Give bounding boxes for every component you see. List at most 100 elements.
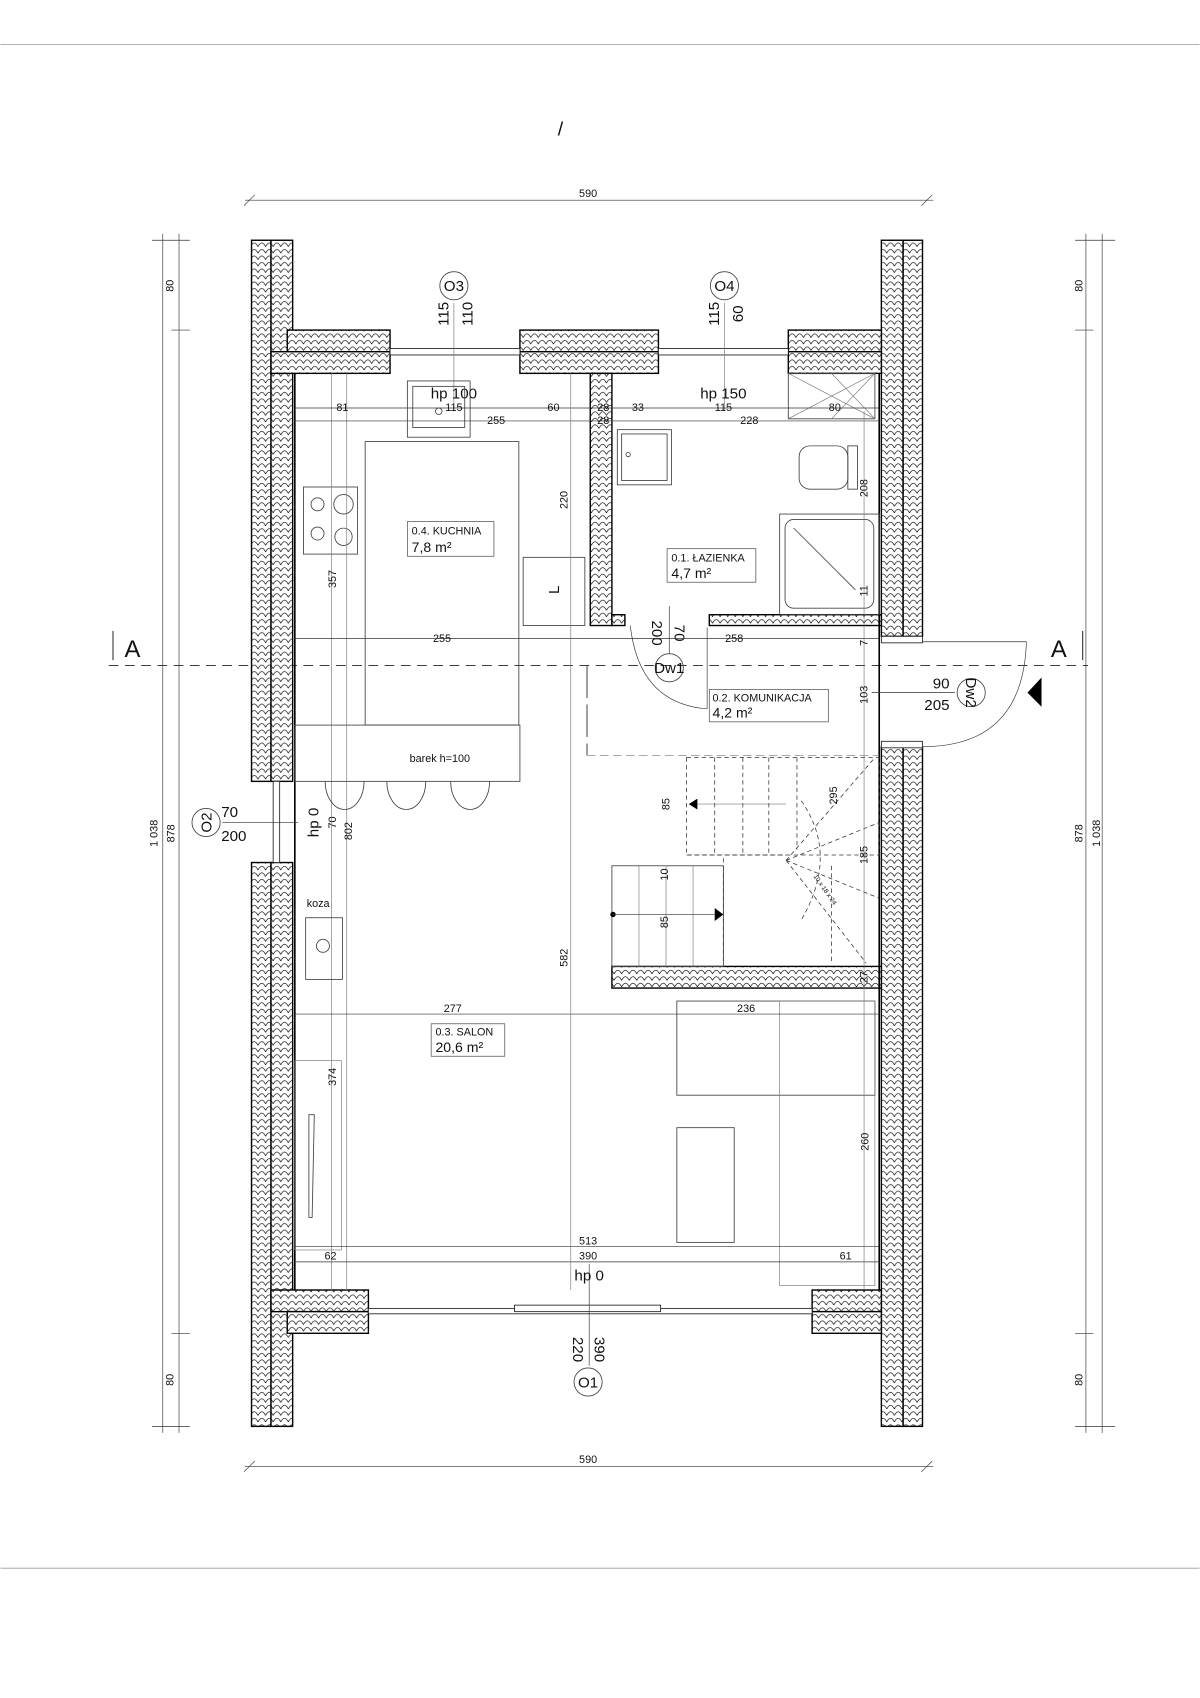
entrance-arrow-icon xyxy=(1027,677,1042,707)
svg-text:374: 374 xyxy=(327,1068,339,1086)
svg-text:7: 7 xyxy=(858,640,870,646)
stove-koza: koza xyxy=(305,898,343,980)
svg-text:200: 200 xyxy=(648,620,665,645)
svg-text:255: 255 xyxy=(487,415,505,427)
svg-text:205: 205 xyxy=(924,697,949,714)
svg-text:81: 81 xyxy=(336,402,348,414)
svg-text:20,6 m²: 20,6 m² xyxy=(436,1039,484,1055)
left-dimensions: 80 1 038 878 80 xyxy=(148,233,190,1433)
room-label-salon: 0.3. SALON 20,6 m² xyxy=(430,1023,506,1057)
svg-text:295: 295 xyxy=(828,786,840,804)
svg-text:4,7 m²: 4,7 m² xyxy=(671,565,711,581)
svg-text:513: 513 xyxy=(579,1236,597,1248)
svg-text:802: 802 xyxy=(343,822,355,840)
svg-text:1 038: 1 038 xyxy=(148,820,160,847)
svg-text:277: 277 xyxy=(444,1003,462,1015)
room-label-kuchnia: 0.4. KUCHNIA 7,8 m² xyxy=(406,521,495,557)
svg-text:115: 115 xyxy=(706,302,723,326)
overall-dimension-top: 590 xyxy=(243,188,934,206)
svg-text:115: 115 xyxy=(435,302,452,326)
svg-text:0.1. ŁAZIENKA: 0.1. ŁAZIENKA xyxy=(671,553,745,565)
svg-text:115: 115 xyxy=(715,402,732,414)
svg-text:0.4. KUCHNIA: 0.4. KUCHNIA xyxy=(412,526,482,538)
svg-text:85: 85 xyxy=(659,916,671,928)
bathroom-dimensions: 33 115 80 228 208 11 xyxy=(632,402,870,596)
svg-text:70: 70 xyxy=(327,816,339,828)
svg-text:1 038: 1 038 xyxy=(1091,820,1103,847)
door-dw2: Dw2 90 205 xyxy=(871,635,1042,749)
svg-text:O2: O2 xyxy=(198,812,215,832)
door-dw1: Dw1 200 70 xyxy=(629,606,708,710)
window-o3: O3 115 110 hp 100 xyxy=(389,271,521,412)
svg-text:Dw1: Dw1 xyxy=(654,660,684,677)
svg-text:236: 236 xyxy=(737,1003,755,1015)
svg-text:hp 150: hp 150 xyxy=(700,385,746,402)
svg-text:390: 390 xyxy=(591,1337,608,1362)
svg-text:80: 80 xyxy=(165,1374,177,1386)
svg-text:0.2. KOMUNIKACJA: 0.2. KOMUNIKACJA xyxy=(713,692,813,704)
svg-text:80: 80 xyxy=(1074,1374,1086,1386)
salon-dimensions: 582 802 277 236 374 260 513 62 390 61 xyxy=(325,822,872,1263)
svg-text:70: 70 xyxy=(671,625,688,642)
corner-mark: / xyxy=(558,118,564,140)
svg-text:80: 80 xyxy=(165,280,177,292)
svg-text:255: 255 xyxy=(433,633,451,645)
svg-text:85: 85 xyxy=(660,798,672,810)
section-label-left: A xyxy=(125,636,141,663)
section-label-right: A xyxy=(1051,636,1067,663)
svg-text:27: 27 xyxy=(858,971,870,983)
bathroom-fixtures xyxy=(616,372,880,616)
bar-counter: barek h=100 xyxy=(294,724,521,810)
svg-text:28: 28 xyxy=(597,402,609,414)
stair-dimensions: 85 295 185 10 85 10 x 18 x 24 27 xyxy=(659,786,870,983)
svg-text:582: 582 xyxy=(559,949,571,967)
living-furniture xyxy=(294,1000,876,1286)
svg-text:O3: O3 xyxy=(444,278,464,295)
svg-text:L: L xyxy=(546,586,563,594)
svg-text:70: 70 xyxy=(221,804,238,821)
room-label-komunikacja: 0.2. KOMUNIKACJA 4,2 m² xyxy=(708,688,829,723)
svg-text:115: 115 xyxy=(445,402,462,414)
svg-text:220: 220 xyxy=(559,491,571,509)
room-label-lazienka: 0.1. ŁAZIENKA 4,7 m² xyxy=(666,548,757,583)
overall-dimension-bottom: 590 xyxy=(243,1454,934,1473)
svg-text:878: 878 xyxy=(1074,824,1086,842)
svg-text:hp 0: hp 0 xyxy=(574,1267,603,1284)
svg-text:O4: O4 xyxy=(714,278,734,295)
svg-text:90: 90 xyxy=(933,675,950,692)
svg-text:hp 100: hp 100 xyxy=(431,385,477,402)
svg-text:60: 60 xyxy=(547,402,559,414)
svg-text:10 x 18 x 24: 10 x 18 x 24 xyxy=(812,873,838,906)
interior-walls xyxy=(294,372,883,1291)
svg-text:590: 590 xyxy=(579,188,597,200)
svg-text:33: 33 xyxy=(632,402,644,414)
svg-text:185: 185 xyxy=(858,846,870,864)
svg-text:260: 260 xyxy=(859,1133,871,1151)
svg-text:228: 228 xyxy=(740,415,758,427)
svg-text:O1: O1 xyxy=(578,1374,598,1391)
svg-text:357: 357 xyxy=(327,570,339,588)
svg-text:80: 80 xyxy=(1074,280,1086,292)
window-o2: O2 70 200 hp 0 70 xyxy=(191,780,339,863)
right-dimensions: 80 878 1 038 80 xyxy=(1074,233,1116,1433)
svg-text:Dw2: Dw2 xyxy=(962,677,979,707)
svg-text:61: 61 xyxy=(840,1251,852,1263)
kitchen-dimensions: 81 115 60 28 255 28 220 357 255 xyxy=(327,402,609,645)
svg-text:0.3. SALON: 0.3. SALON xyxy=(436,1027,494,1039)
svg-text:hp 0: hp 0 xyxy=(306,808,323,837)
svg-text:258: 258 xyxy=(725,633,743,645)
interior-dimension-lines xyxy=(294,373,880,1291)
hall-dimensions: 258 7 103 xyxy=(725,633,870,704)
svg-text:590: 590 xyxy=(579,1454,597,1466)
window-o1: O1 hp 0 220 390 xyxy=(367,1264,813,1397)
kitchen-furniture: L xyxy=(303,373,880,1291)
svg-text:koza: koza xyxy=(307,898,331,910)
exterior-walls xyxy=(250,239,924,1428)
svg-text:60: 60 xyxy=(730,305,747,322)
svg-text:barek h=100: barek h=100 xyxy=(410,753,470,765)
svg-text:220: 220 xyxy=(569,1337,586,1362)
svg-text:208: 208 xyxy=(858,479,870,497)
svg-text:110: 110 xyxy=(459,302,476,326)
svg-text:103: 103 xyxy=(858,686,870,704)
svg-text:4,2 m²: 4,2 m² xyxy=(713,705,753,721)
